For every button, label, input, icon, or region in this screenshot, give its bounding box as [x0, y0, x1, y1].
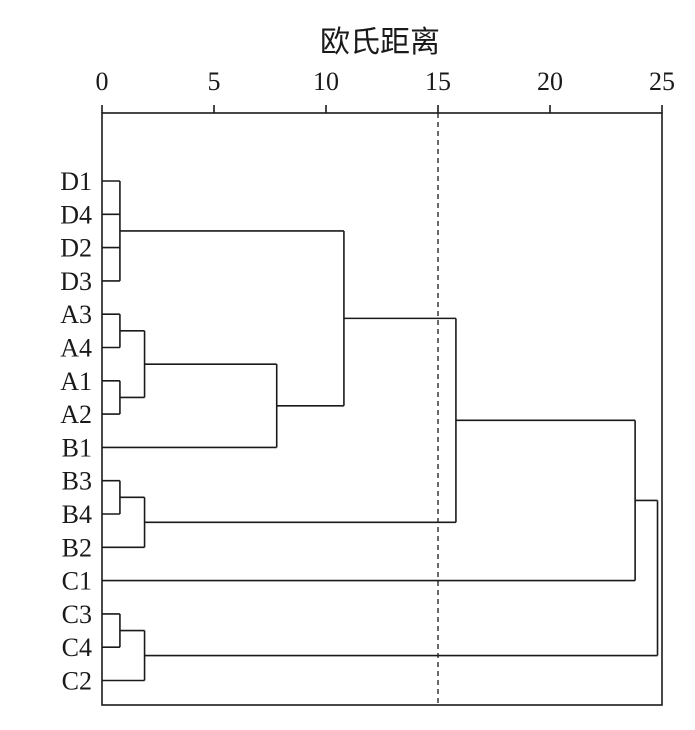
x-tick-label: 25: [649, 67, 675, 96]
leaf-label: D4: [60, 200, 92, 229]
x-tick-label: 10: [313, 67, 339, 96]
leaf-label: A3: [60, 300, 92, 329]
leaf-label: C1: [62, 567, 92, 596]
x-tick-label: 5: [208, 67, 221, 96]
leaf-label: A2: [60, 400, 92, 429]
leaf-label: C2: [62, 667, 92, 696]
x-axis-title: 欧氏距离: [320, 26, 440, 59]
leaf-label: D3: [60, 267, 92, 296]
leaf-label: B3: [62, 467, 92, 496]
x-tick-label: 0: [96, 67, 109, 96]
leaf-label: D2: [60, 234, 92, 263]
leaf-label: B4: [62, 500, 92, 529]
leaf-label: B2: [62, 533, 92, 562]
x-axis-ticks: 0 5 10 15 20 25: [96, 67, 675, 113]
x-tick-label: 20: [537, 67, 563, 96]
leaf-label: A4: [60, 334, 92, 363]
plot-frame: [101, 112, 663, 706]
leaf-label: C4: [62, 633, 92, 662]
leaf-label: A1: [60, 367, 92, 396]
dendrogram-links: [102, 180, 659, 682]
x-tick-label: 15: [425, 67, 451, 96]
leaf-label: B1: [62, 433, 92, 462]
leaf-label: D1: [60, 167, 92, 196]
leaf-label: C3: [62, 600, 92, 629]
